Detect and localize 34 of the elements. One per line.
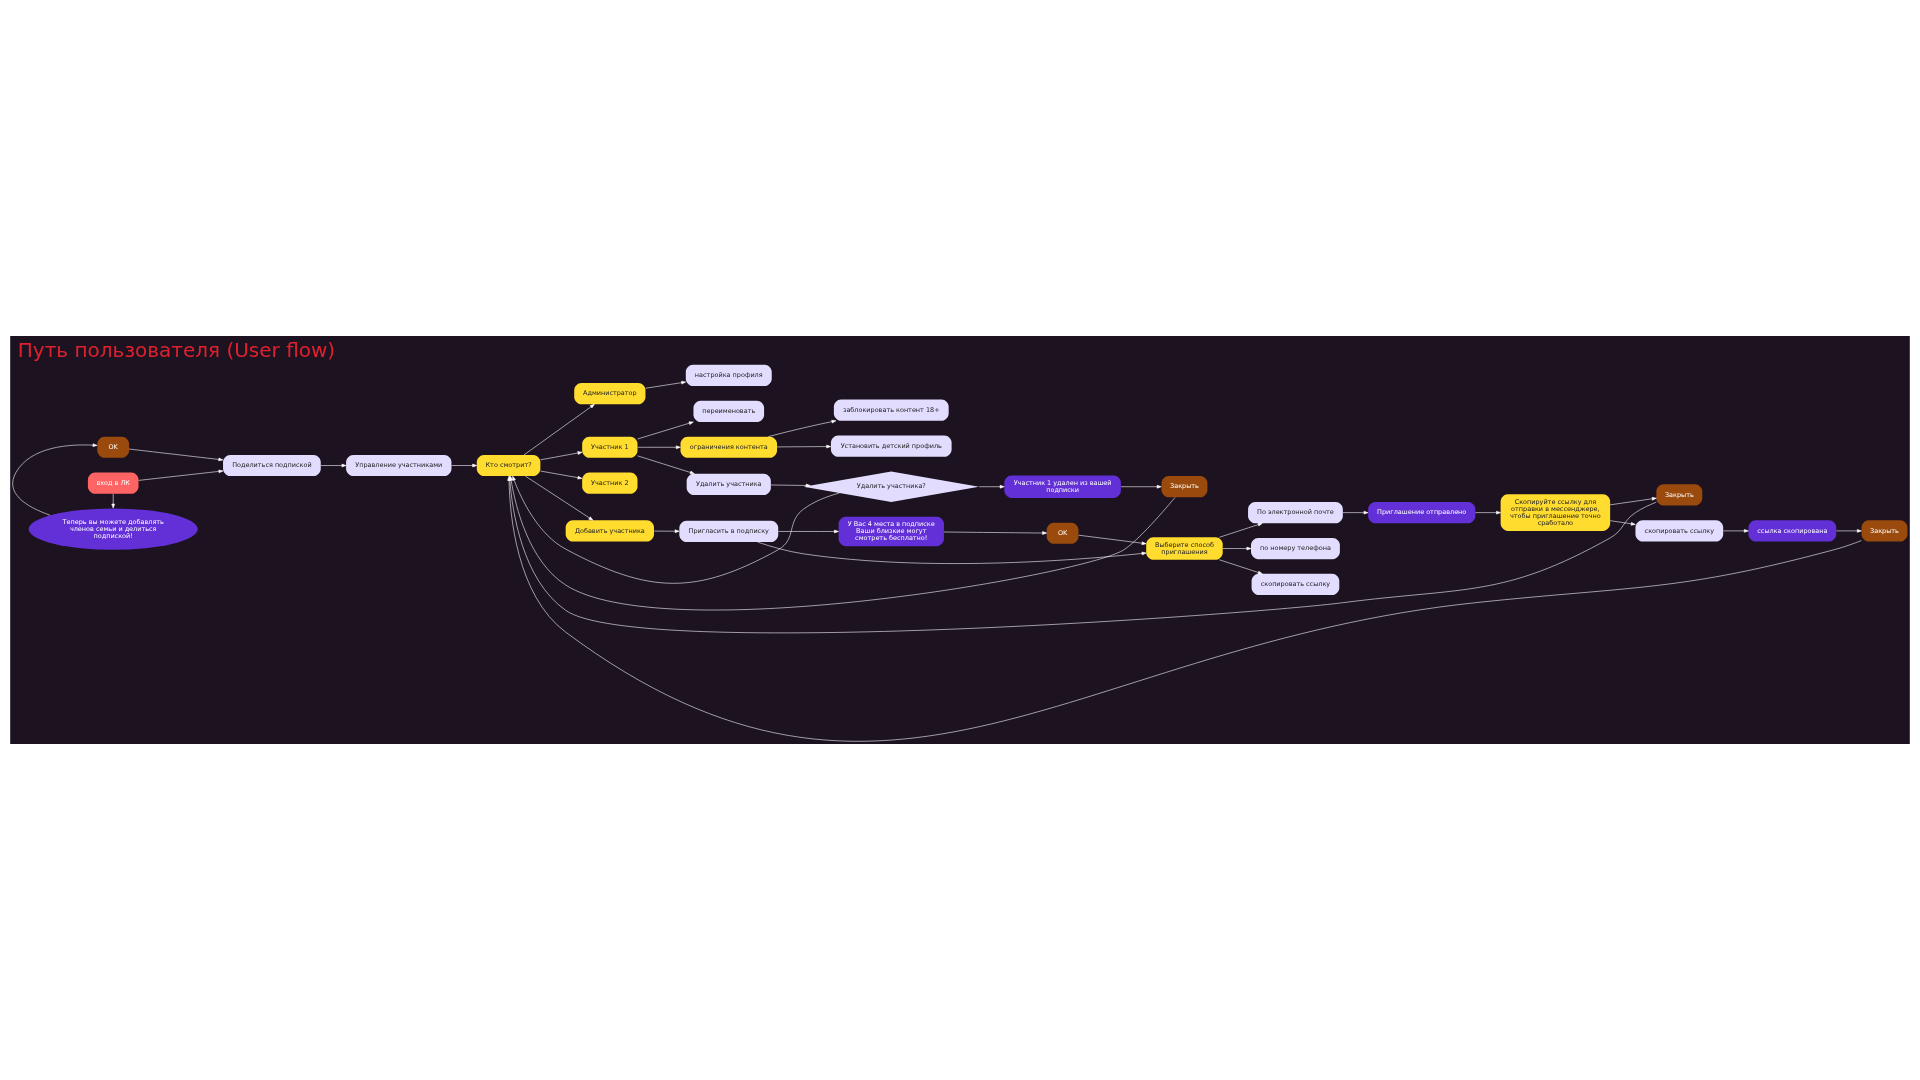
- arrow: [978, 485, 1005, 489]
- arrow: [451, 463, 477, 468]
- arrow: [1475, 510, 1501, 515]
- arrow: [1219, 522, 1263, 538]
- arrow: [653, 529, 680, 533]
- arrow: [523, 404, 595, 456]
- arrow: [757, 541, 1147, 564]
- arrow: [1222, 546, 1252, 551]
- arrow: [770, 483, 811, 488]
- arrow: [540, 470, 583, 480]
- arrow: [778, 529, 839, 534]
- arrow: [320, 463, 347, 468]
- arrow: [128, 448, 224, 462]
- arrow: [637, 455, 695, 475]
- arrow: [12, 443, 98, 516]
- arrow: [138, 469, 224, 481]
- arrow: [943, 531, 1047, 535]
- arrow: [768, 419, 837, 437]
- arrow: [1723, 529, 1749, 533]
- arrow: [1120, 485, 1162, 489]
- arrow: [1836, 529, 1862, 533]
- arrow: [776, 444, 832, 449]
- arrow: [525, 475, 594, 521]
- arrow: [1219, 559, 1263, 575]
- arrow: [637, 421, 694, 440]
- diagram-title: Путь пользователя (User flow): [17, 337, 336, 362]
- arrow: [540, 451, 583, 461]
- arrow: [637, 445, 681, 449]
- arrow: [1609, 520, 1636, 526]
- arrow: [1609, 497, 1657, 506]
- arrow: [111, 493, 115, 509]
- arrow: [1078, 534, 1147, 545]
- arrow: [645, 380, 686, 389]
- arrow: [1342, 510, 1369, 515]
